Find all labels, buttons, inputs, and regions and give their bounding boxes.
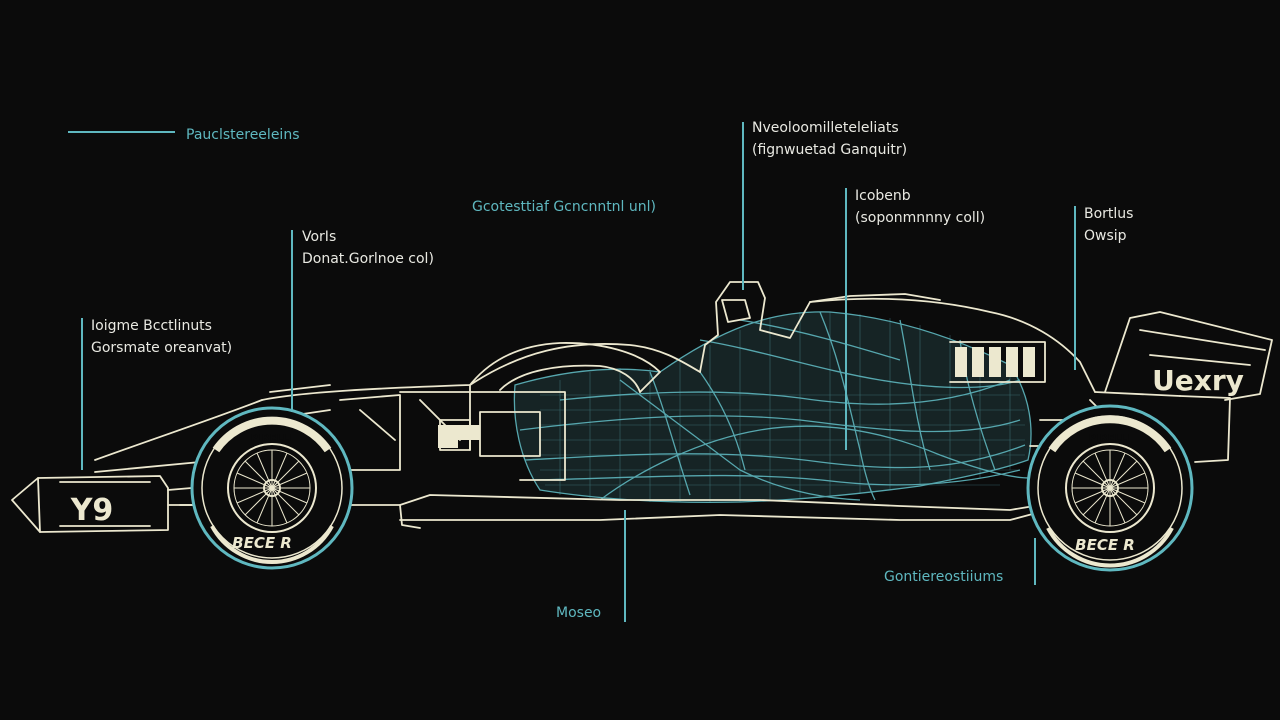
chassis-top bbox=[261, 343, 701, 401]
label-sidepod: Icobenb (soponmnnny coll) bbox=[855, 188, 986, 226]
front-tire-sidewall: BECE R bbox=[232, 534, 292, 552]
engine-cover bbox=[809, 297, 1096, 393]
label-floor: Moseo bbox=[556, 605, 602, 621]
rear-wing-logo: Uexry bbox=[1152, 364, 1244, 397]
aero-flow-overlay bbox=[513, 311, 1032, 504]
leader-lines bbox=[68, 122, 1076, 622]
sidepod-logo bbox=[955, 347, 1035, 377]
label-front-suspension: VorIs Donat.Gorlnoe col) bbox=[302, 229, 434, 267]
label-nose: Ioigme Bcctlinuts Gorsmate oreanvat) bbox=[91, 318, 233, 356]
aero-flow-mesh bbox=[540, 312, 1025, 502]
cockpit-logo bbox=[438, 425, 480, 448]
front-wheel bbox=[190, 406, 354, 570]
label-rear: Bortlus Owsip bbox=[1084, 206, 1134, 244]
nose-cone bbox=[94, 399, 263, 473]
halo bbox=[469, 342, 661, 393]
front-tire-brand: PIRELLI bbox=[251, 433, 293, 444]
rear-tire-brand: PIRELLI bbox=[1089, 433, 1131, 444]
label-top-left: Pauclstereeleins bbox=[186, 127, 300, 143]
floor-edge bbox=[179, 494, 1041, 511]
nose-number: Y9 bbox=[70, 493, 114, 528]
rear-tire-sidewall: BECE R bbox=[1075, 536, 1135, 554]
label-rear-bottom: Gontiereostiiums bbox=[884, 569, 1004, 585]
airbox bbox=[699, 281, 941, 373]
rear-wheel bbox=[1026, 404, 1194, 572]
label-center-left: Gcotesttiaf Gcncnntnl unl) bbox=[472, 199, 656, 215]
label-cockpit: Nveoloomilleteleliats (fignwuetad Ganqui… bbox=[752, 120, 908, 158]
rear-wing bbox=[1104, 311, 1273, 401]
